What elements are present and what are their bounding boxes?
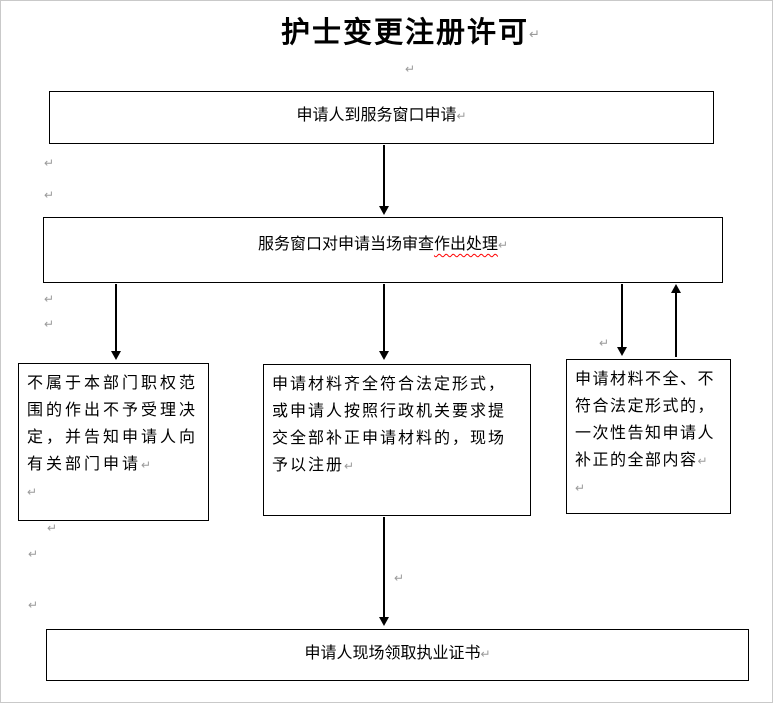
paragraph-mark: ↵ bbox=[599, 336, 610, 350]
paragraph-mark: ↵ bbox=[141, 458, 155, 472]
paragraph-mark: ↵ bbox=[497, 238, 509, 252]
arrow-review-to-register-head bbox=[379, 351, 389, 360]
flow-box-apply-text: 申请人到服务窗口申请 bbox=[296, 107, 457, 124]
paragraph-mark: ↵ bbox=[697, 454, 710, 468]
page-title-text: 护士变更注册许可 bbox=[281, 17, 530, 49]
flow-box-supplement-text: 申请材料不全、不符合法定形式的，一次性告知申请人补正的全部内容 bbox=[575, 371, 716, 469]
paragraph-mark: ↵ bbox=[480, 647, 491, 661]
paragraph-mark: ↵ bbox=[44, 156, 55, 170]
paragraph-mark: ↵ bbox=[529, 26, 540, 42]
paragraph-mark: ↵ bbox=[405, 62, 416, 76]
paragraph-mark: ↵ bbox=[27, 485, 41, 499]
arrow-apply-to-review-line bbox=[383, 145, 385, 207]
flow-box-certificate-text: 申请人现场领取执业证书 bbox=[304, 645, 481, 662]
flow-box-apply: 申请人到服务窗口申请↵ bbox=[49, 91, 714, 144]
flow-box-certificate: 申请人现场领取执业证书↵ bbox=[46, 629, 749, 681]
flow-box-supplement: 申请材料不全、不符合法定形式的，一次性告知申请人补正的全部内容↵ ↵ bbox=[566, 359, 731, 514]
paragraph-mark: ↵ bbox=[575, 481, 587, 495]
paragraph-mark: ↵ bbox=[44, 188, 55, 202]
flow-box-register: 申请材料齐全符合法定形式，或申请人按照行政机关要求提交全部补正申请材料的，现场予… bbox=[263, 364, 531, 516]
flow-box-not-accept-text: 不属于本部门职权范围的作出不予受理决定，并告知申请人向有关部门申请 bbox=[27, 375, 199, 473]
flow-box-register-text: 申请材料齐全符合法定形式，或申请人按照行政机关要求提交全部补正申请材料的，现场予… bbox=[272, 376, 507, 474]
paragraph-mark: ↵ bbox=[28, 598, 39, 612]
page-title: 护士变更注册许可↵ bbox=[1, 9, 772, 51]
paragraph-mark: ↵ bbox=[456, 109, 467, 123]
arrow-review-to-register-line bbox=[383, 284, 385, 352]
paragraph-mark: ↵ bbox=[344, 459, 357, 473]
flow-box-review-text: 服务窗口对申请当场审查 bbox=[257, 236, 434, 253]
paragraph-mark: ↵ bbox=[394, 571, 405, 585]
arrow-supplement-to-review-head bbox=[671, 284, 681, 293]
arrow-supplement-to-review-line bbox=[675, 292, 677, 357]
spellcheck-flagged-text: 作出处理 bbox=[433, 236, 498, 253]
paragraph-mark: ↵ bbox=[47, 521, 58, 535]
flow-box-not-accept: 不属于本部门职权范围的作出不予受理决定，并告知申请人向有关部门申请↵ ↵ bbox=[18, 363, 209, 521]
arrow-register-to-certificate-head bbox=[379, 617, 389, 626]
paragraph-mark: ↵ bbox=[44, 292, 55, 306]
paragraph-mark: ↵ bbox=[28, 547, 39, 561]
flow-box-review: 服务窗口对申请当场审查作出处理↵ bbox=[43, 217, 723, 283]
arrow-review-to-supplement-head bbox=[617, 347, 627, 356]
paragraph-mark: ↵ bbox=[44, 317, 55, 331]
arrow-register-to-certificate-line bbox=[383, 517, 385, 618]
arrow-review-to-supplement-line bbox=[621, 284, 623, 348]
arrow-apply-to-review-head bbox=[379, 206, 389, 215]
arrow-review-to-not-accept-line bbox=[115, 284, 117, 352]
arrow-review-to-not-accept-head bbox=[111, 351, 121, 360]
